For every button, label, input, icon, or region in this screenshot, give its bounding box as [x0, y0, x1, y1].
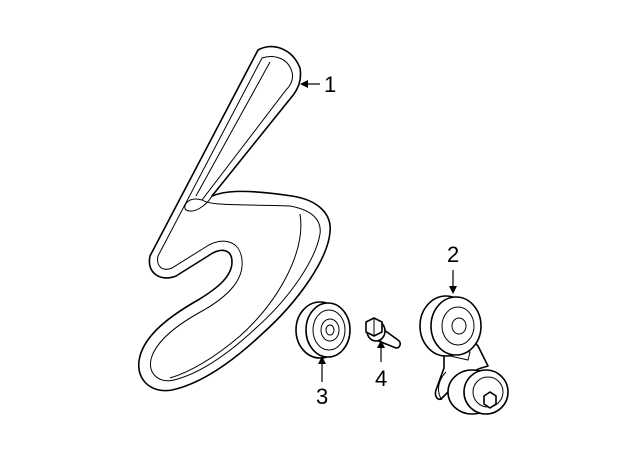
callout-3: 3	[316, 356, 328, 409]
belt-rib-line-lower	[169, 213, 302, 379]
tensioner-mount-tab	[438, 371, 447, 401]
callout-3-label: 3	[316, 384, 328, 409]
callout-2-label: 2	[447, 242, 459, 267]
callout-1-arrowhead	[300, 80, 308, 88]
pulley-bearing	[320, 318, 340, 342]
tensioner-center-bolt	[483, 391, 497, 409]
tensioner-housing-face	[463, 369, 509, 415]
tensioner-pulley-hub	[451, 317, 467, 335]
tensioner-pulley-groove	[441, 306, 475, 346]
belt-fold-line	[184, 195, 213, 212]
callout-1: 1	[300, 72, 336, 97]
callout-2-arrowhead	[449, 286, 457, 294]
callout-4-label: 4	[375, 366, 387, 391]
callout-3-arrowhead	[318, 356, 326, 364]
pulley-groove	[312, 309, 346, 351]
callout-4-arrowhead	[377, 340, 385, 348]
serpentine-belt	[137, 45, 331, 392]
callout-2: 2	[447, 242, 459, 294]
pulley-hub	[325, 324, 335, 336]
idler-pulley	[295, 301, 351, 359]
belt-inner-edge	[150, 56, 321, 382]
callout-1-label: 1	[324, 72, 336, 97]
belt-tensioner	[419, 295, 509, 415]
callout-4: 4	[375, 340, 387, 391]
flange-bolt	[365, 317, 401, 349]
belt-rib-line	[195, 61, 271, 197]
